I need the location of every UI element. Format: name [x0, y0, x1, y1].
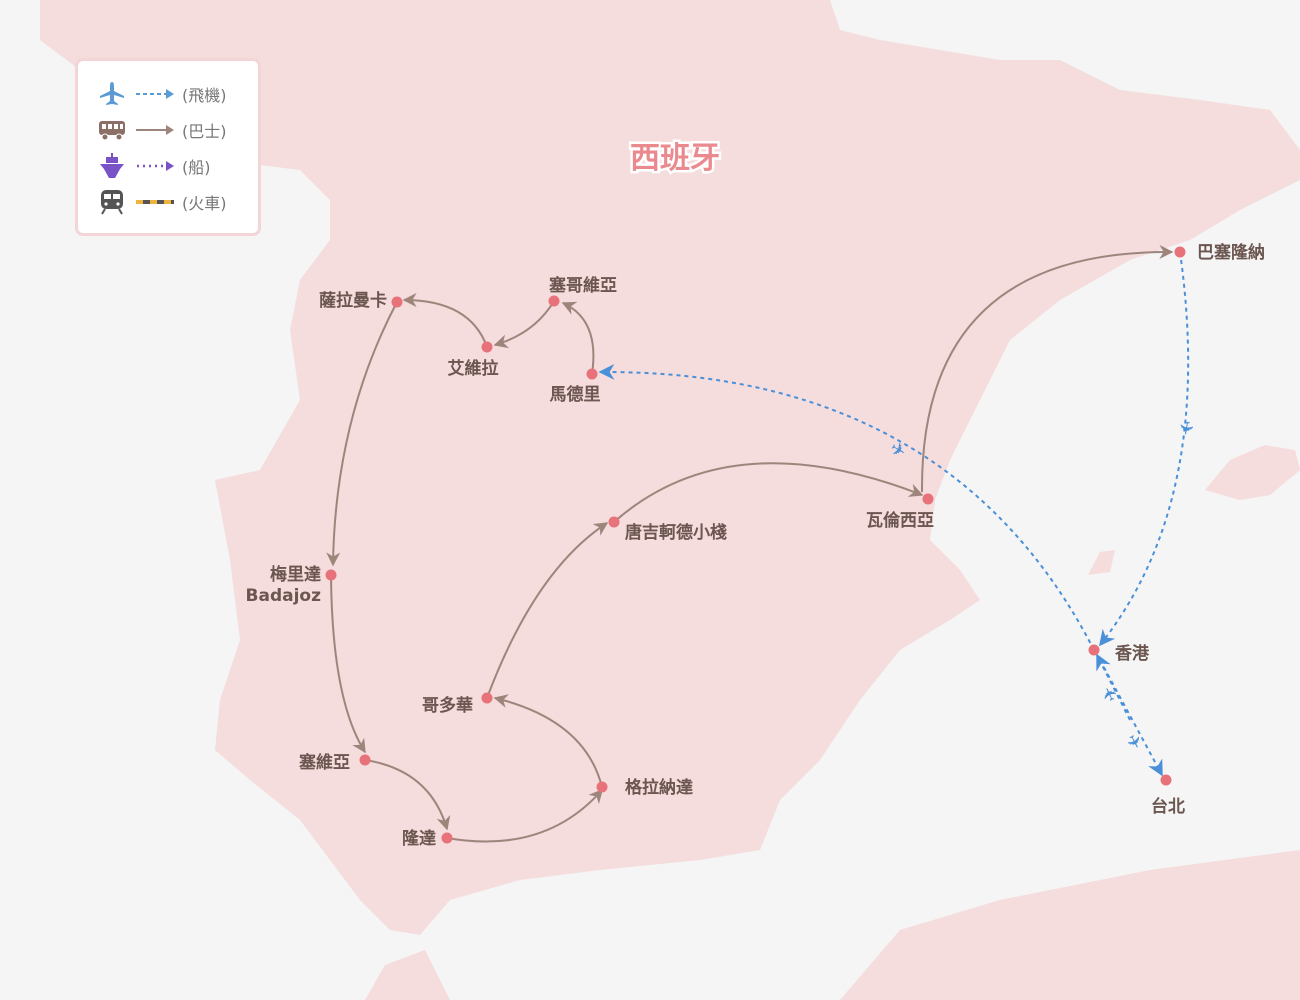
- ship-icon: [100, 153, 174, 178]
- city-dot-sevilla[interactable]: [359, 754, 371, 766]
- city-label-badajoz: Badajoz: [246, 586, 322, 606]
- bus-icon: [99, 121, 174, 141]
- city-label-segovia: 塞哥維亞: [549, 275, 617, 296]
- city-label-madrid: 馬德里: [550, 384, 601, 405]
- city-dot-salamanca[interactable]: [391, 296, 403, 308]
- city-dot-avila[interactable]: [481, 341, 493, 353]
- land-south: [365, 950, 450, 1000]
- bus-routes: [326, 244, 1174, 843]
- plane-icon: ✈: [1098, 683, 1123, 706]
- route-segovia-avila: [493, 300, 555, 349]
- legend: (飛機) (巴士) (船) (火車): [75, 58, 261, 236]
- city-dot-ronda[interactable]: [441, 832, 453, 844]
- legend-item-bus: (巴士): [98, 115, 227, 145]
- land-africa: [840, 850, 1300, 1000]
- country-title: 西班牙: [630, 141, 720, 176]
- city-label-barcelona: 巴塞隆納: [1197, 242, 1265, 263]
- legend-item-ship: (船): [98, 151, 211, 181]
- route-sevilla-ronda: [364, 759, 451, 831]
- city-label-avila: 艾維拉: [448, 358, 499, 379]
- legend-label-ship: (船): [182, 158, 211, 177]
- land-mallorca: [1205, 445, 1300, 500]
- city-dot-hongkong[interactable]: [1088, 644, 1100, 656]
- city-dot-valencia[interactable]: [922, 493, 934, 505]
- city-dot-madrid[interactable]: [586, 368, 598, 380]
- city-dot-granada[interactable]: [596, 781, 608, 793]
- city-dot-barcelona[interactable]: [1174, 246, 1186, 258]
- land: [40, 0, 1300, 1000]
- route-quixote-valencia: [613, 462, 924, 523]
- city-dot-merida[interactable]: [325, 569, 337, 581]
- city-label-quixote: 唐吉軻德小棧: [625, 522, 727, 543]
- city-dot-segovia[interactable]: [548, 295, 560, 307]
- city-label-salamanca: 薩拉曼卡: [319, 290, 387, 311]
- route-madrid-segovia: [561, 301, 595, 375]
- city-label-valencia: 瓦倫西亞: [866, 510, 934, 531]
- legend-label-flight: (飛機): [182, 86, 227, 105]
- city-label-merida: 梅里達: [270, 564, 321, 585]
- city-labels: 巴塞隆納 馬德里 塞哥維亞 艾維拉 薩拉曼卡 梅里達 Badajoz 塞維亞 隆…: [246, 242, 1265, 849]
- route-hongkong-taipei: [1099, 659, 1163, 777]
- route-valencia-barcelona: [920, 244, 1174, 493]
- route-salamanca-merida: [326, 301, 398, 567]
- route-hongkong-madrid: [598, 363, 1095, 651]
- legend-item-flight: (飛機): [98, 79, 227, 109]
- legend-label-bus: (巴士): [182, 122, 227, 141]
- city-label-granada: 格拉納達: [625, 777, 693, 798]
- city-label-hongkong: 香港: [1115, 643, 1150, 664]
- route-cordoba-quixote: [486, 522, 609, 699]
- route-ronda-granada: [446, 788, 603, 843]
- city-dot-quixote[interactable]: [608, 516, 620, 528]
- route-barcelona-hongkong: [1099, 251, 1190, 647]
- plane-icon: ✈: [1174, 419, 1197, 438]
- plane-icon: [100, 82, 174, 105]
- city-dot-cordoba[interactable]: [481, 692, 493, 704]
- city-dot-taipei[interactable]: [1160, 774, 1172, 786]
- city-label-ronda: 隆達: [402, 828, 436, 849]
- city-label-sevilla: 塞維亞: [299, 752, 350, 773]
- plane-icon: ✈: [1121, 731, 1147, 754]
- route-avila-salamanca: [402, 293, 488, 348]
- legend-label-train: (火車): [182, 194, 227, 213]
- land-ibiza: [1088, 550, 1115, 575]
- route-merida-sevilla: [330, 574, 366, 754]
- flight-routes: [598, 251, 1190, 777]
- route-granada-cordoba: [493, 694, 603, 788]
- city-label-taipei: 台北: [1151, 796, 1185, 817]
- land-iberia: [40, 0, 1300, 935]
- city-label-cordoba: 哥多華: [422, 695, 473, 716]
- train-icon: [101, 190, 174, 215]
- legend-item-train: (火車): [98, 187, 227, 217]
- city-dots: [325, 246, 1186, 844]
